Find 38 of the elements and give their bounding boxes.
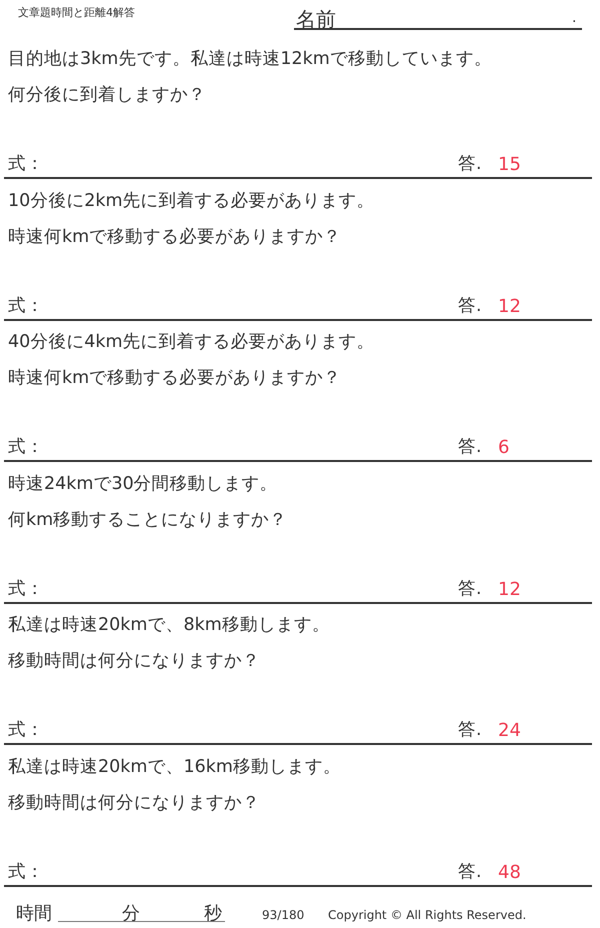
- page-number: 93/180: [262, 908, 304, 922]
- question-text: 私達は時速20kmで、8km移動します。: [8, 615, 330, 636]
- formula-label: 式：: [8, 720, 44, 741]
- question-text: 時速24kmで30分間移動します。: [8, 474, 278, 494]
- seconds-label: 秒: [204, 903, 222, 925]
- question-text: 私達は時速20kmで、16km移動します。: [8, 756, 341, 778]
- question-text: 時速何kmで移動する必要がありますか？: [8, 226, 342, 248]
- formula-label: 式：: [8, 578, 44, 600]
- answer-value: 15: [498, 154, 521, 176]
- answer-label: 答.: [458, 578, 482, 600]
- answer-value: 24: [498, 720, 521, 742]
- question-text: 移動時間は何分になりますか？: [8, 792, 260, 814]
- question-text: 目的地は3km先です。私達は時速12kmで移動しています。: [8, 49, 492, 70]
- worksheet-title: 文章題時間と距離4解答: [18, 6, 135, 20]
- answer-label: 答.: [458, 296, 482, 316]
- answer-value: 12: [498, 578, 521, 600]
- formula-label: 式：: [8, 154, 44, 175]
- answer-label: 答.: [458, 154, 482, 175]
- question-text: 10分後に2km先に到着する必要があります。: [8, 190, 375, 212]
- answer-label: 答.: [458, 862, 482, 882]
- name-label: 名前: [296, 7, 336, 31]
- copyright-notice: Copyright © All Rights Reserved.: [328, 908, 526, 922]
- name-line-end: .: [572, 10, 576, 27]
- question-text: 40分後に4km先に到着する必要があります。: [8, 332, 375, 353]
- answer-value: 48: [498, 862, 521, 884]
- answer-label: 答.: [458, 437, 482, 458]
- question-text: 時速何kmで移動する必要がありますか？: [8, 368, 342, 389]
- answer-label: 答.: [458, 720, 482, 741]
- time-label: 時間: [16, 903, 52, 925]
- formula-label: 式：: [8, 437, 44, 458]
- minutes-label: 分: [122, 903, 140, 925]
- question-text: 何分後に到着しますか？: [8, 85, 206, 106]
- answer-value: 6: [498, 437, 510, 459]
- formula-label: 式：: [8, 296, 44, 316]
- question-text: 移動時間は何分になりますか？: [8, 651, 260, 672]
- formula-label: 式：: [8, 862, 44, 882]
- question-text: 何km移動することになりますか？: [8, 510, 288, 530]
- answer-value: 12: [498, 296, 521, 318]
